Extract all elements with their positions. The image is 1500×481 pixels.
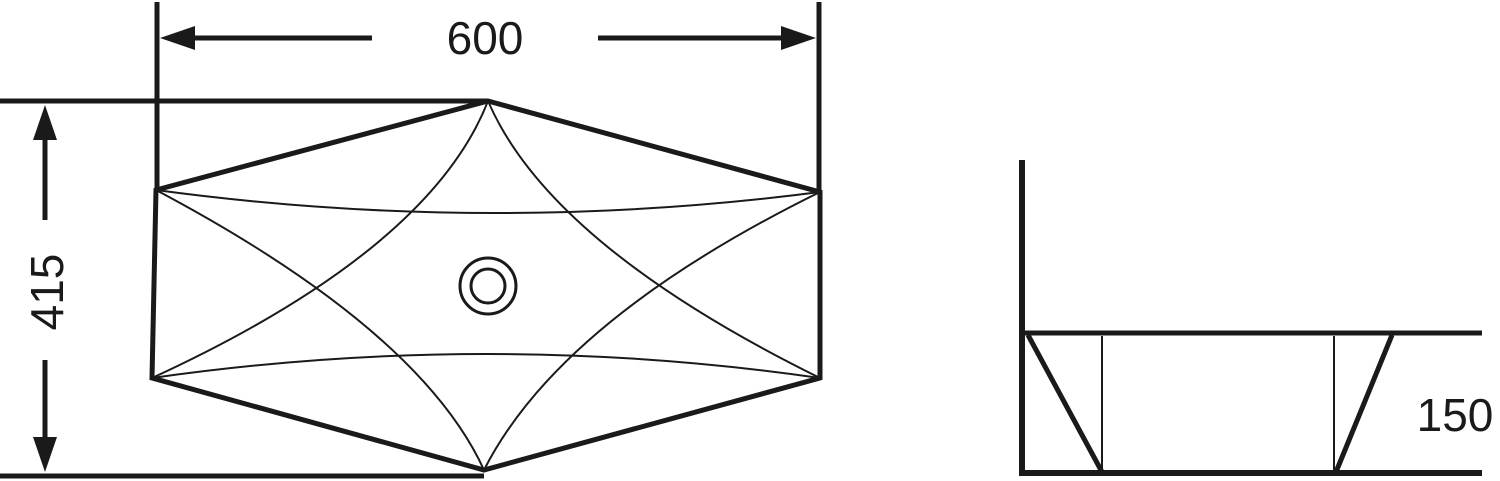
facet-curve-upper — [155, 189, 821, 214]
top-view — [149, 98, 823, 473]
side-view — [1019, 160, 1482, 476]
height-dimension — [0, 98, 488, 479]
width-dimension — [154, 2, 822, 192]
facet-curve-diag-2 — [487, 100, 821, 379]
height-arrowhead-bottom — [33, 437, 57, 472]
facet-curve-diag-1 — [155, 189, 485, 471]
width-label: 600 — [447, 12, 524, 64]
drain-inner-ring — [469, 267, 507, 305]
drain-outer-ring — [458, 256, 518, 316]
basin-side-right — [1333, 334, 1395, 473]
basin-side-left — [1025, 333, 1105, 474]
facet-curve-lower — [151, 353, 821, 379]
facet-curve-diag-3 — [151, 100, 489, 379]
width-arrowhead-left — [160, 26, 195, 50]
facet-curve-diag-4 — [483, 191, 821, 471]
height-label: 415 — [21, 254, 73, 331]
depth-label: 150 — [1417, 389, 1494, 441]
width-arrowhead-right — [781, 26, 816, 50]
basin-top-outline — [149, 98, 823, 473]
height-arrowhead-top — [33, 105, 57, 140]
